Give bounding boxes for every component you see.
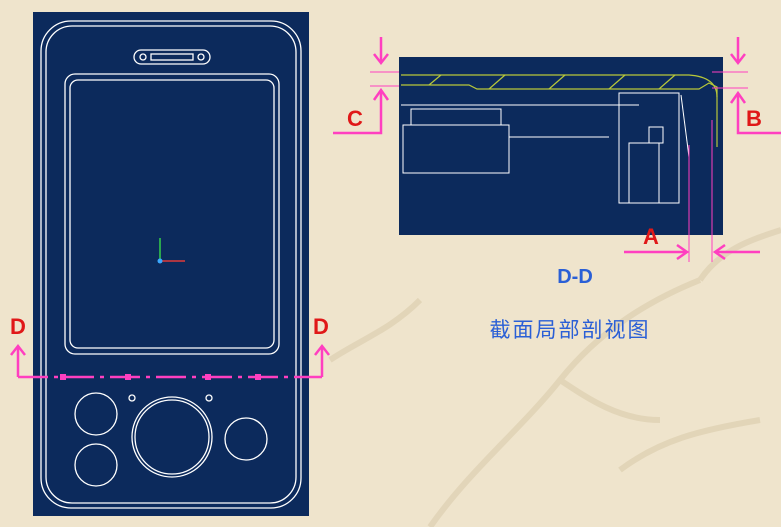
cut-label-right: D [313, 314, 329, 339]
section-view-drawing [401, 74, 718, 204]
front-view-panel [33, 12, 309, 516]
dim-b-arrow-bottom [736, 95, 781, 135]
left-key-top [74, 392, 118, 436]
front-view-drawing [40, 20, 302, 509]
section-caption: 截面局部剖视图 [489, 318, 651, 342]
dim-c-arrow-bottom [333, 92, 383, 135]
section-view-panel [399, 57, 723, 235]
section-body [401, 92, 690, 204]
phone-outline [40, 20, 302, 509]
section-title: D-D [557, 266, 593, 288]
dim-b-label: B [746, 106, 762, 131]
right-key [224, 417, 268, 461]
section-hatch [401, 74, 718, 147]
screen-outer [64, 73, 280, 355]
screen-inner [69, 79, 275, 349]
dim-c-label: C [347, 106, 363, 131]
cut-label-left: D [10, 314, 26, 339]
axis-marker [157, 238, 185, 264]
center-key [131, 396, 213, 478]
earpiece-grille [150, 53, 194, 61]
dim-a-label: A [643, 224, 659, 249]
earpiece-slot [133, 49, 211, 65]
phone-inner-outline [45, 25, 297, 504]
left-key-bottom [74, 443, 118, 487]
